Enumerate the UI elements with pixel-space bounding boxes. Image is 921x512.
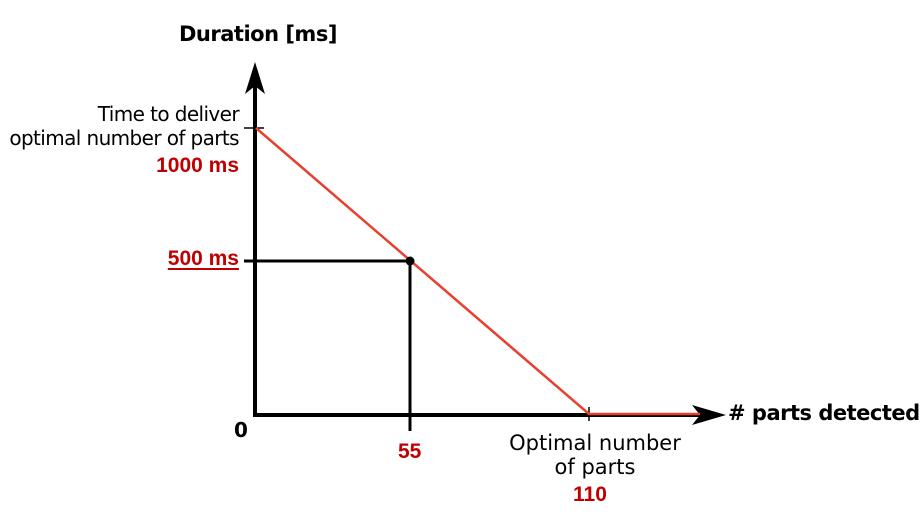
x-end-value: 110 — [573, 483, 607, 506]
y-axis-arrow-icon — [245, 62, 265, 94]
y-axis-title: Duration [ms] — [179, 22, 337, 46]
x-axis-arrow-icon — [692, 405, 726, 425]
y-top-description: Time to deliver optimal number of parts — [9, 102, 239, 150]
duration-series-line — [255, 127, 700, 416]
y-top-description-line2: optimal number of parts — [9, 126, 239, 150]
x-end-description-line1: Optimal number — [509, 431, 681, 455]
y-top-description-line1: Time to deliver — [97, 102, 240, 126]
highlight-point — [405, 256, 415, 266]
y-top-value: 1000 ms — [156, 154, 239, 177]
x-axis-title: # parts detected — [728, 401, 920, 425]
origin-label: 0 — [234, 418, 248, 442]
y-mid-value: 500 ms — [167, 247, 239, 270]
x-mid-value: 55 — [398, 440, 422, 463]
x-end-description: Optimal number of parts — [495, 431, 695, 479]
x-end-description-line2: of parts — [554, 455, 636, 479]
